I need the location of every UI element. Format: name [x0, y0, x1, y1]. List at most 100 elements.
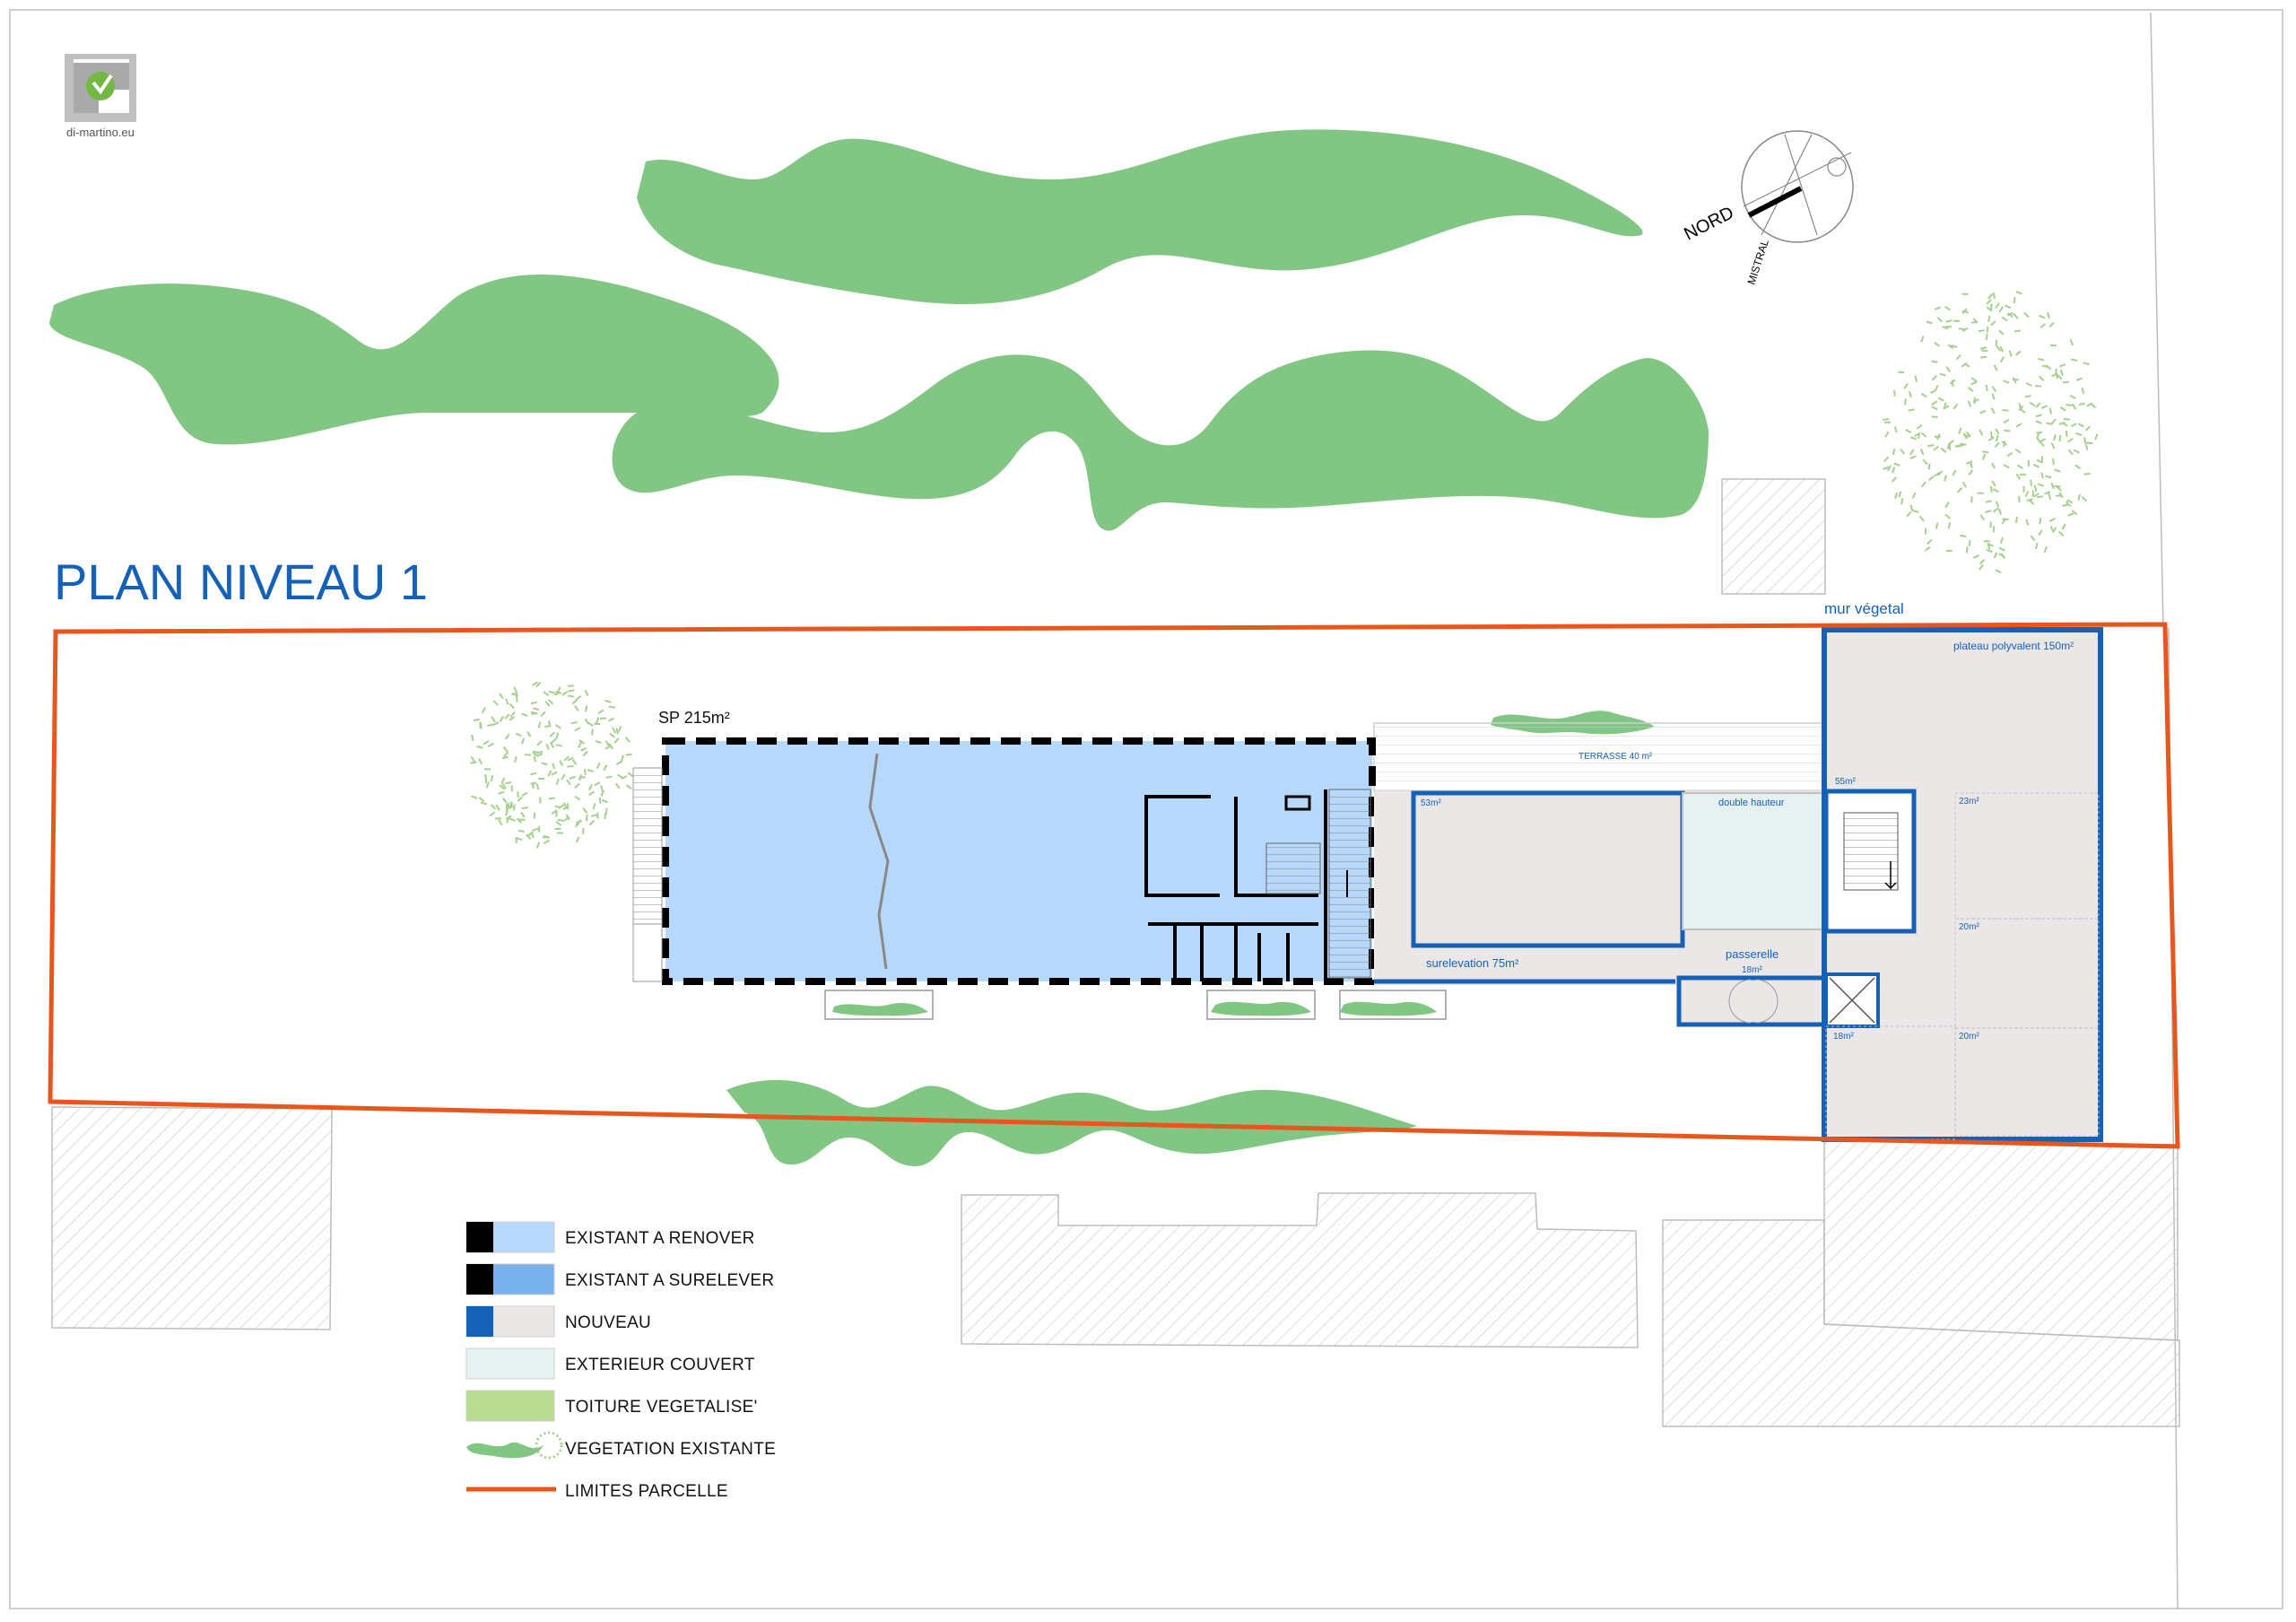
legend-swatch-wall — [466, 1264, 493, 1295]
leaf-mark — [509, 801, 514, 808]
leaf-mark — [2033, 484, 2038, 493]
leaf-mark — [498, 819, 503, 826]
leaf-mark — [604, 745, 612, 750]
leaf-mark — [561, 773, 566, 780]
leaf-mark — [513, 686, 518, 693]
leaf-mark — [1991, 480, 1996, 487]
legend-item: EXTERIEUR COUVERT — [465, 1347, 754, 1380]
leaf-mark — [578, 774, 583, 781]
leaf-tree-icon — [535, 1431, 563, 1460]
leaf-mark — [1958, 427, 1962, 435]
leaf-mark — [615, 728, 619, 735]
neighbour-building — [961, 1192, 1639, 1348]
leaf-mark — [536, 753, 544, 757]
leaf-mark — [509, 817, 517, 822]
leaf-mark — [1929, 389, 1937, 394]
leaf-mark — [2077, 493, 2082, 501]
leaf-mark — [505, 809, 509, 816]
leaf-mark — [1943, 405, 1950, 410]
leaf-mark — [1979, 558, 1986, 565]
leaf-mark — [2003, 418, 2010, 424]
leaf-mark — [1992, 488, 1999, 493]
leaf-mark — [2032, 463, 2039, 468]
leaf-mark — [1992, 292, 1996, 300]
leaf-mark — [525, 833, 532, 841]
leaf-mark — [506, 816, 510, 824]
leaf-mark — [2066, 438, 2074, 443]
leaf-mark — [2036, 495, 2044, 499]
legend-item: EXISTANT A SURELEVER — [465, 1263, 774, 1295]
leaf-mark — [2083, 362, 2090, 366]
leaf-mark — [532, 681, 539, 686]
leaf-mark — [1886, 465, 1892, 472]
leaf-mark — [2030, 535, 2036, 542]
leaf-mark — [2073, 449, 2080, 454]
leaf-mark — [1996, 344, 2002, 352]
leaf-mark — [1937, 397, 1944, 402]
page-title: PLAN NIVEAU 1 — [54, 554, 428, 610]
legend-item: NOUVEAU — [465, 1305, 651, 1338]
leaf-mark — [504, 698, 509, 705]
tree-mass — [612, 350, 1709, 531]
leaf-mark — [1947, 522, 1952, 529]
leaf-mark — [545, 743, 550, 750]
leaf-mark — [548, 690, 556, 694]
leaf-mark — [498, 790, 505, 795]
leaf-mark — [2050, 418, 2057, 425]
leaf-mark — [480, 801, 488, 806]
leaf-mark — [1982, 453, 1987, 460]
leaf-mark — [2025, 519, 2030, 526]
leaf-mark — [2043, 545, 2048, 554]
leaf-mark — [1949, 379, 1956, 385]
leaf-mark — [1944, 513, 1952, 519]
leaf-mark — [504, 733, 510, 740]
leaf-mark — [2037, 483, 2045, 487]
label-20a: 20m² — [1959, 922, 1979, 932]
double-height-void — [1682, 792, 1827, 930]
leaf-mark — [532, 827, 539, 833]
leaf-mark — [569, 775, 576, 780]
leaf-mark — [2000, 553, 2005, 560]
leaf-mark — [1931, 375, 1937, 381]
leaf-mark — [499, 715, 505, 722]
leaf-mark — [478, 758, 483, 765]
leaf-mark — [1978, 564, 1984, 571]
legend-label: LIMITES PARCELLE — [565, 1482, 728, 1501]
leaf-mark — [604, 807, 608, 815]
leaf-mark — [1927, 463, 1931, 470]
leaf-mark — [554, 827, 561, 831]
leaf-mark — [532, 781, 535, 789]
leaf-mark — [2039, 438, 2047, 443]
leaf-mark — [1992, 507, 1999, 513]
leaf-mark — [1893, 426, 1898, 433]
leaf-mark — [551, 771, 558, 776]
leaf-mark — [574, 704, 579, 711]
leaf-mark — [1951, 344, 1958, 348]
site-edge-line — [2150, 12, 2164, 629]
leaf-mark — [615, 760, 622, 765]
leaf-mark — [1936, 317, 1944, 323]
leaf-mark — [555, 732, 560, 739]
neighbour-buildings — [51, 478, 2180, 1427]
leaf-mark — [535, 751, 544, 754]
leaf-mark — [490, 775, 494, 782]
leaf-mark — [1919, 449, 1925, 456]
leaf-mark — [2050, 442, 2056, 449]
leaf-mark — [535, 842, 541, 849]
leaf-mark — [588, 820, 595, 826]
leaf-mark — [1993, 364, 1998, 371]
leaf-mark — [1883, 466, 1890, 471]
leaf-mark — [2050, 482, 2055, 490]
leaf-mark — [1995, 569, 2002, 574]
leaf-mark — [2069, 338, 2074, 346]
renovate-area — [665, 741, 1372, 981]
leaf-mark — [617, 773, 624, 780]
leaf-mark — [2039, 440, 2045, 448]
leaf-mark — [1986, 299, 1992, 305]
north-arrow-icon — [1747, 186, 1803, 218]
leaf-mark — [1965, 546, 1969, 554]
leaf-mark — [1944, 501, 1950, 509]
leaf-mark — [501, 782, 507, 789]
leaf-mark — [487, 723, 494, 727]
surelevation-block: 53m² double hauteur surelevation 75m² pa… — [1374, 790, 1832, 1027]
